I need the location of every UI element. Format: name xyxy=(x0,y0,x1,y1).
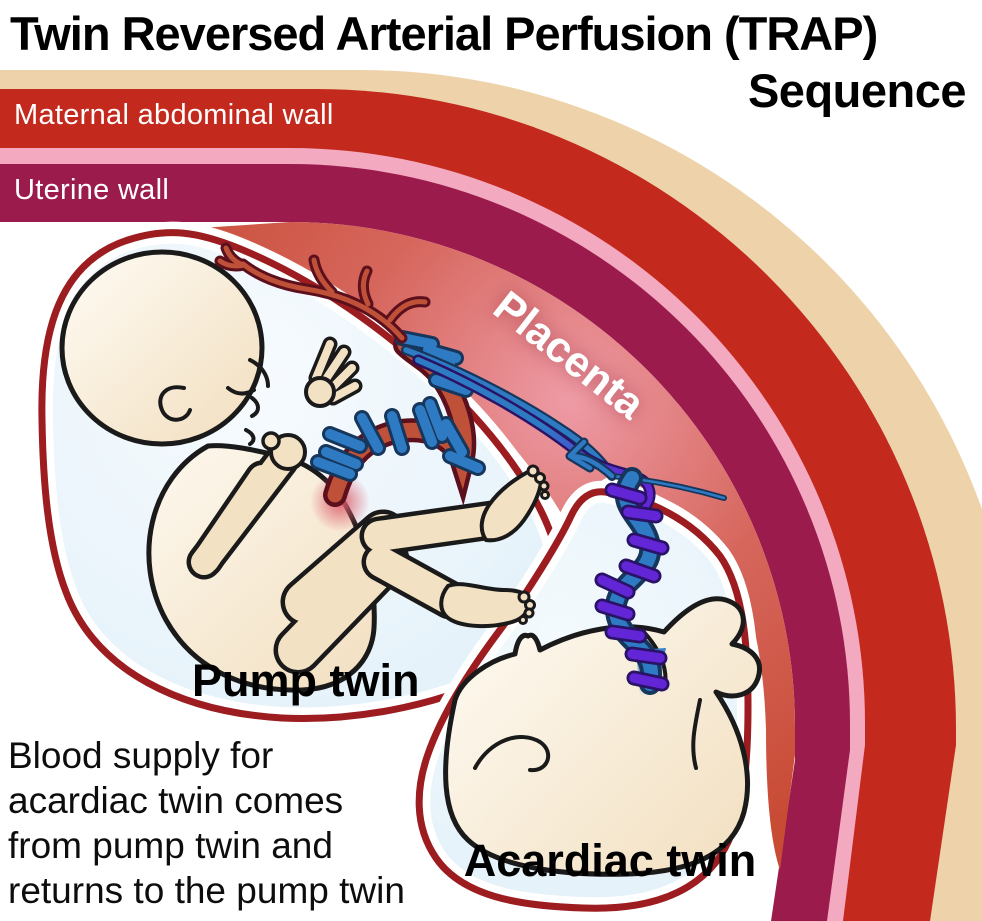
caption-line: Blood supply for xyxy=(8,735,274,776)
maternal-abdominal-wall-label: Maternal abdominal wall xyxy=(14,99,334,131)
fetus-arms-skin xyxy=(191,447,295,575)
uterine-wall-label: Uterine wall xyxy=(14,174,170,206)
fetus-shins-skin xyxy=(364,505,507,615)
placental-vein-twig xyxy=(567,439,615,479)
placenta-shape xyxy=(200,222,795,870)
fetus-head xyxy=(59,249,265,447)
fetus-thumb xyxy=(261,431,281,451)
fetus-foot-lower xyxy=(439,582,531,629)
acardiac-twin-label: Acardiac twin xyxy=(463,835,757,886)
placental-vein-blue xyxy=(403,347,615,479)
acardiac-twin-mass xyxy=(443,596,762,877)
caption-line: returns to the pump twin xyxy=(8,870,405,911)
acardiac-umbilical-cord xyxy=(594,467,670,696)
fetus-fingers-skin xyxy=(312,340,359,402)
pump-twin-label: Pump twin xyxy=(192,655,420,706)
diagram-title-line2: Sequence xyxy=(747,64,967,117)
caption-line: acardiac twin comes xyxy=(8,780,344,821)
caption-line: from pump twin and xyxy=(8,825,333,866)
fetus-palm xyxy=(304,376,336,408)
acardiac-mass-body xyxy=(443,596,762,877)
acardiac-cord-coils xyxy=(597,485,667,689)
fetus-toes-upper xyxy=(526,464,550,500)
placental-vessels xyxy=(214,242,727,522)
placental-artery-branches xyxy=(217,245,428,341)
caption-text: Blood supply for acardiac twin comes fro… xyxy=(8,733,405,913)
fetus-face-details xyxy=(158,358,270,446)
diagram-title-line1: Twin Reversed Arterial Perfusion (TRAP) xyxy=(10,7,878,60)
fetus-toes-lower xyxy=(517,590,536,625)
